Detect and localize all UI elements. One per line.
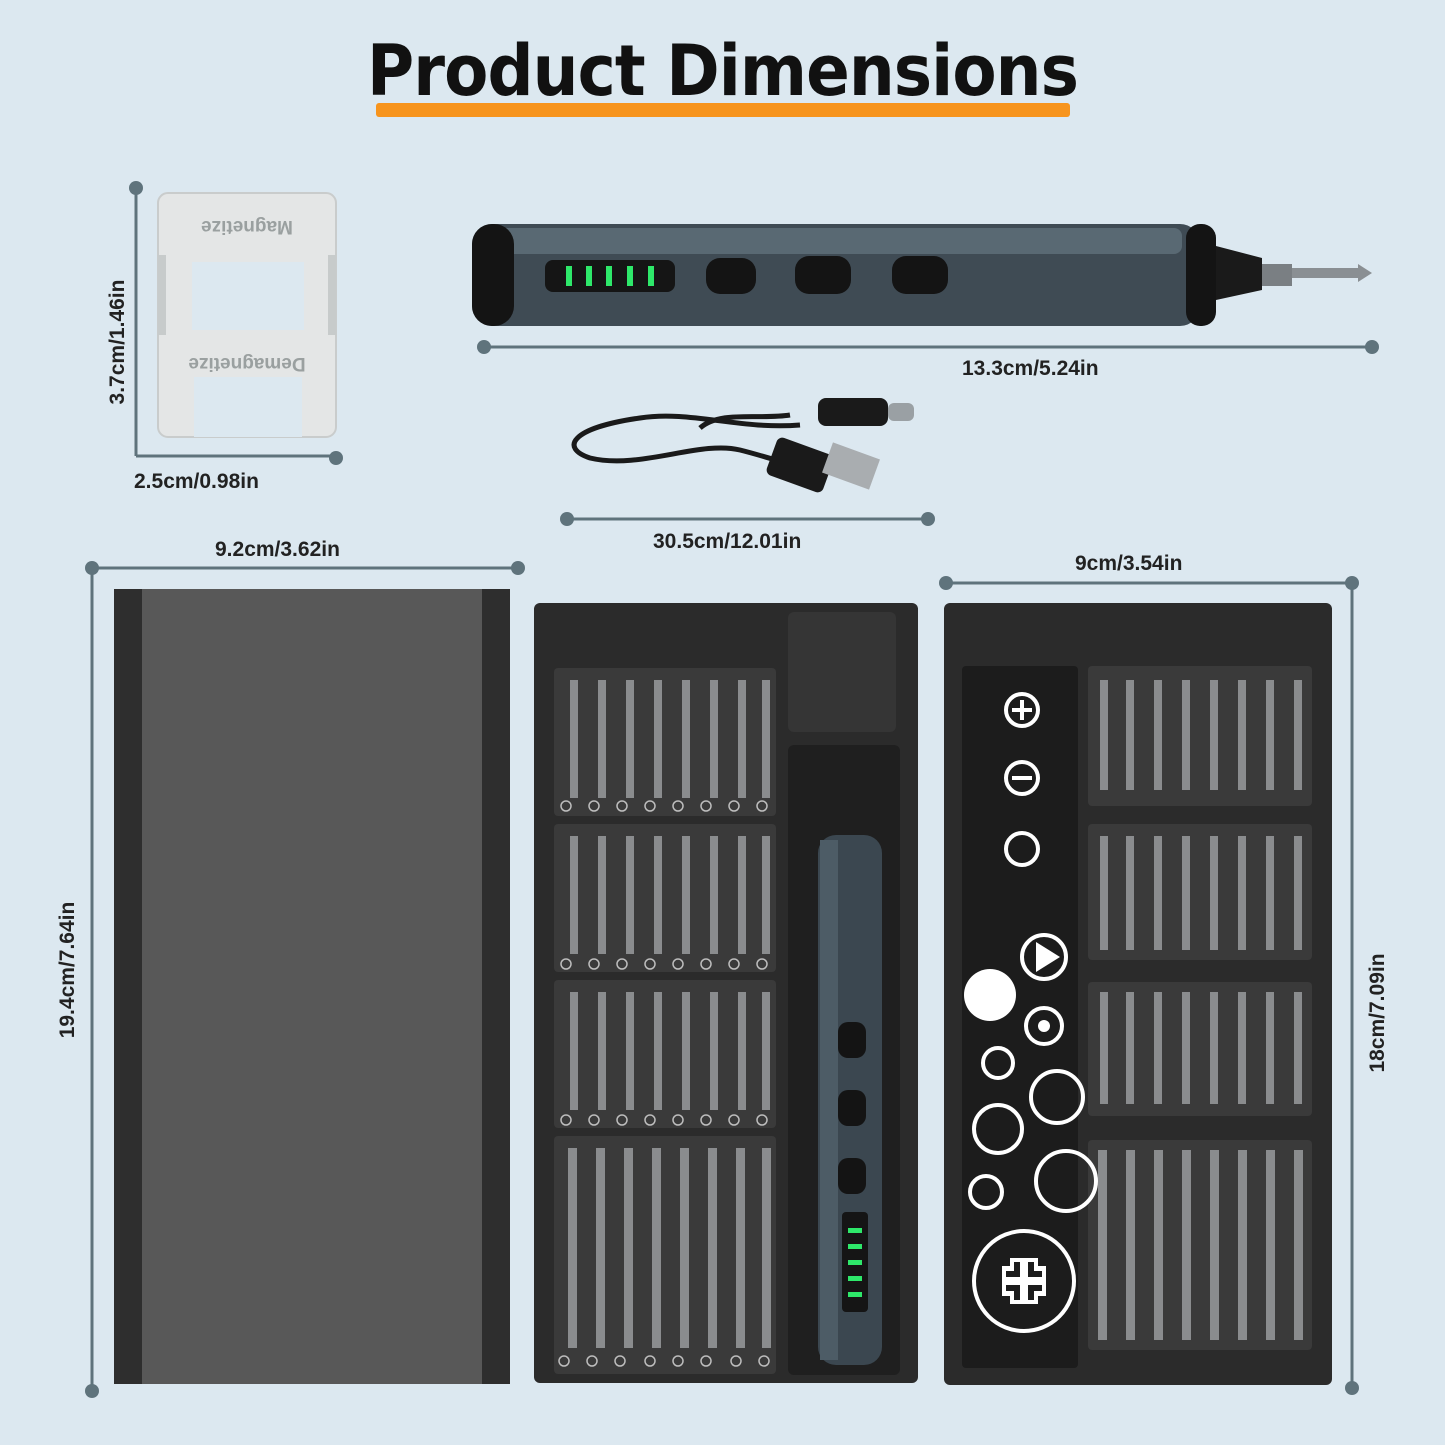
case-lid-image xyxy=(114,589,510,1384)
case-width-label: 9cm/3.54in xyxy=(1075,552,1183,575)
lid-dimension-lines xyxy=(85,561,525,1398)
screwdriver-length-dimension xyxy=(477,340,1379,354)
usb-cable-image xyxy=(571,398,914,493)
lid-width-label: 9.2cm/3.62in xyxy=(215,538,340,561)
screwdriver-button-1 xyxy=(706,258,756,294)
case-height-label: 18cm/7.09in xyxy=(1366,953,1389,1073)
page-title: Product Dimensions xyxy=(367,30,1079,112)
bit-type-icons xyxy=(968,692,1098,1333)
case-dimension-lines xyxy=(939,576,1359,1395)
screwdriver-button-2 xyxy=(795,256,851,294)
demagnetize-label: Demagnetize xyxy=(188,353,305,374)
title-underline xyxy=(376,103,1070,117)
magnetizer-height-dimension xyxy=(129,181,343,465)
bit-tray-image xyxy=(534,603,918,1383)
battery-led-indicator xyxy=(566,266,654,286)
magnetizer-image: Magnetize Demagnetize xyxy=(157,192,337,438)
magnetizer-width-label: 2.5cm/0.98in xyxy=(134,470,259,493)
screwdriver-image xyxy=(472,224,1372,326)
magnetizer-height-label: 3.7cm/1.46in xyxy=(106,279,129,405)
cable-length-label: 30.5cm/12.01in xyxy=(653,530,802,553)
bit-case-image xyxy=(944,603,1332,1385)
screwdriver-button-3 xyxy=(892,256,948,294)
magnetize-label: Magnetize xyxy=(201,216,293,237)
screwdriver-length-label: 13.3cm/5.24in xyxy=(962,357,1099,380)
cable-length-dimension xyxy=(560,512,935,526)
lid-height-label: 19.4cm/7.64in xyxy=(56,901,79,1039)
